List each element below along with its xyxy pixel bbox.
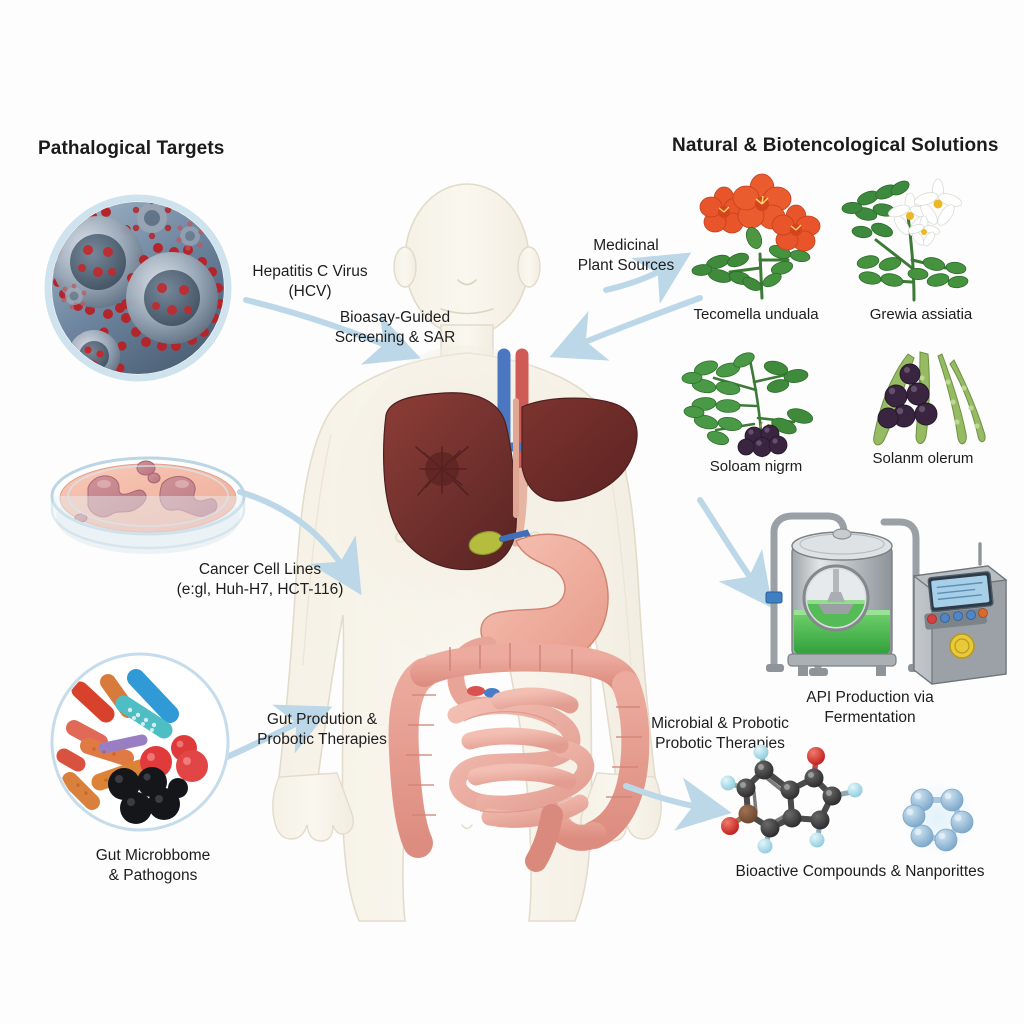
hcv-label: Hepatitis C Virus (HCV) (220, 262, 400, 302)
gut-production-label: Gut Prodution & Probotic Therapies (222, 710, 422, 750)
bioassay-label-line2: Screening & SAR (334, 328, 456, 346)
arrow-body-to-bioreactor (697, 497, 773, 609)
gut-microbiome-label: Gut Microbbome & Pathogons (38, 846, 268, 886)
grewia-flowers (888, 178, 962, 247)
gut-label-line1: Gut Prodution & (266, 711, 378, 728)
solanum-nigrum-berries (737, 421, 788, 457)
medicinal-label-line2: Plant Sources (577, 256, 675, 274)
microbiome-label-line1: Gut Microbbome (95, 847, 211, 864)
tecomella-flowers (699, 173, 821, 252)
compounds-label-line1: Bioactive Compounds & Nanporittes (735, 863, 985, 880)
microbial-label-line2: Probotic Therapies (655, 734, 785, 752)
solanum-nigrum-name: Soloam nigrm (709, 458, 803, 475)
liver-lesion (415, 446, 469, 496)
medicinal-label-line1: Medicinal (593, 237, 659, 254)
digestive-organs-illustration (383, 348, 650, 872)
small-intestine-shading (463, 711, 573, 813)
small-intestine (447, 687, 595, 828)
bioactive-compounds-label: Bioactive Compounds & Nanporittes (700, 862, 1020, 882)
bacteria-circle-icon (50, 652, 230, 832)
virus-circle-icon (44, 194, 232, 382)
atom-carbon-sub (738, 804, 758, 824)
microbiome-label-line2: & Pathogons (108, 866, 198, 884)
cancer-cell-lines-label: Cancer Cell Lines (e:gl, Huh-H7, HCT-116… (120, 560, 400, 600)
arrow-body-to-compounds (623, 777, 732, 831)
bioassay-label: Bioasay-Guided Screening & SAR (300, 308, 490, 348)
solanum-olerum-berries (877, 363, 938, 429)
molecule-icon (720, 744, 863, 854)
solanum-nigrum-illustration (681, 352, 814, 458)
atom-hydrogens (720, 744, 863, 854)
solanum-olerum-illustration (873, 351, 986, 446)
atom-oxygen-left (721, 817, 739, 835)
petri-dish-icon (50, 456, 246, 554)
cancer-label-line2: (e:gl, Huh-H7, HCT-116) (176, 580, 344, 598)
grewia-name: Grewia assiatia (869, 306, 973, 323)
arrow-cancer-to-body (237, 489, 362, 596)
microbial-label-line1: Microbial & Probotic (651, 715, 789, 732)
left-column-header: Pathalogical Targets (38, 138, 225, 159)
bioreactor-icon (765, 512, 1008, 685)
reactor-dial (949, 633, 975, 659)
arrow-label-to-plants (603, 252, 692, 304)
microbial-probiotic-label: Microbial & Probotic Probotic Therapies (630, 714, 810, 754)
nanoparticle-icon (900, 780, 976, 856)
solanum-olerum-name: Solanm olerum (872, 450, 974, 467)
gut-label-line2: Probotic Therapies (257, 730, 387, 748)
tecomella-name: Tecomella unduala (693, 306, 819, 323)
atom-oxygen-top (807, 747, 825, 765)
medicinal-plant-sources-label: Medicinal Plant Sources (566, 236, 686, 276)
control-buttons (924, 607, 988, 630)
fermentation-label-line2: Fermentation (824, 708, 916, 726)
bioassay-label-line1: Bioasay-Guided (339, 309, 451, 326)
arrow-microbiome-to-body (217, 704, 333, 763)
large-intestine (388, 643, 650, 858)
grewia-plant-illustration (841, 178, 969, 302)
fermentation-label: API Production via Fermentation (770, 688, 970, 728)
arrow-hcv-to-body (243, 297, 421, 365)
hcv-label-line2: (HCV) (288, 282, 332, 300)
tecomella-plant-illustration (691, 173, 821, 300)
fermentation-label-line1: API Production via (806, 689, 934, 706)
liver-left-lobe (521, 397, 638, 502)
right-column-header: Natural & Biotencological Solutions (672, 135, 999, 156)
arrow-plants-to-body (549, 295, 703, 361)
cancer-label-line1: Cancer Cell Lines (198, 561, 322, 578)
hcv-label-line1: Hepatitis C Virus (252, 263, 368, 280)
